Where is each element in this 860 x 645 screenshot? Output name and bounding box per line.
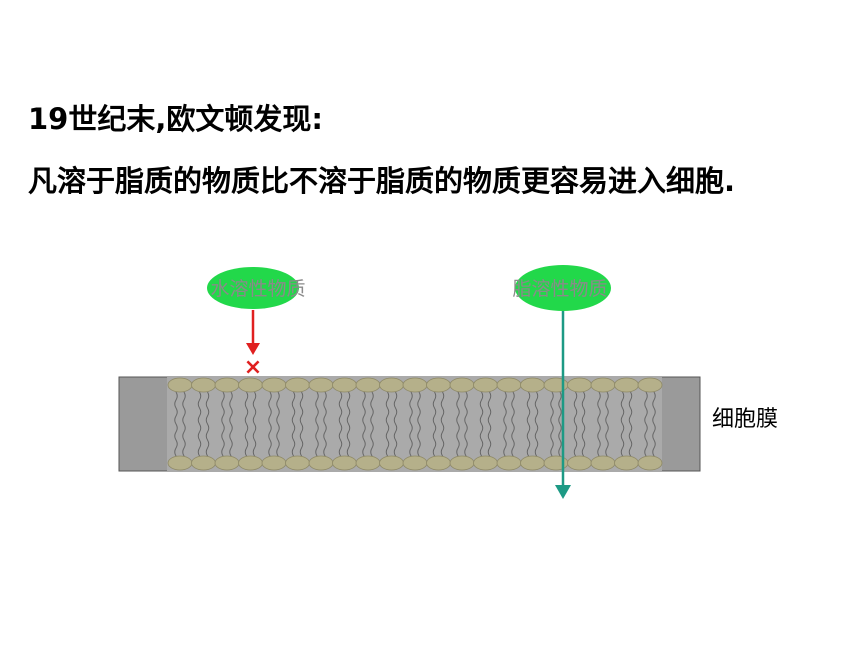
lipid-head xyxy=(496,377,522,393)
lipid-head xyxy=(308,377,334,393)
lipid-tail xyxy=(268,391,272,465)
lipid-tail xyxy=(346,391,351,465)
lipid-tail xyxy=(597,391,601,465)
lipid-tail xyxy=(299,391,304,465)
lipid-head xyxy=(167,455,193,471)
bilayer-region xyxy=(167,377,662,471)
lipid-tail xyxy=(628,391,633,465)
lipid-head xyxy=(332,455,357,471)
lipid-head xyxy=(637,455,663,471)
lipid-tail xyxy=(182,391,186,465)
lipid-head xyxy=(520,377,545,393)
lipid-head xyxy=(590,455,616,471)
lipid-tail xyxy=(503,391,507,465)
lipid-head xyxy=(543,377,569,393)
lipid-tail xyxy=(511,391,515,465)
lipid-tail xyxy=(558,391,562,465)
lipid-tail xyxy=(620,391,625,465)
lipid-tail xyxy=(315,391,319,465)
lipid-tail xyxy=(362,391,366,465)
lipid-head xyxy=(473,377,498,393)
lipid-head xyxy=(214,455,240,471)
lipid-head xyxy=(449,455,475,471)
lipid-head xyxy=(332,377,357,393)
lipid-head xyxy=(167,377,193,393)
lipid-head xyxy=(543,455,569,471)
lipid-tail xyxy=(464,391,468,465)
lipid-head xyxy=(285,455,310,471)
lipid-tail xyxy=(174,391,178,465)
lipid-tail xyxy=(440,391,445,465)
lipid-head xyxy=(285,377,310,393)
lipid-tail xyxy=(581,391,586,465)
heading-line-2: 凡溶于脂质的物质比不溶于脂质的物质更容易进入细胞. xyxy=(28,164,736,198)
lipid-soluble-label: 脂溶性物质 xyxy=(512,278,607,300)
lipid-tail xyxy=(291,391,296,465)
lipid-tail xyxy=(197,391,202,465)
membrane-label: 细胞膜 xyxy=(712,407,779,432)
lipid-head xyxy=(567,377,592,393)
lipid-head xyxy=(426,377,451,393)
lipid-tail xyxy=(526,391,531,465)
lipid-head xyxy=(191,377,216,393)
lipid-head xyxy=(355,377,381,393)
water-soluble-ellipse xyxy=(207,267,299,309)
lipid-head xyxy=(261,455,287,471)
lipid-tail xyxy=(644,391,648,465)
lipid-tail xyxy=(573,391,578,465)
heading-line-1: 19世纪末,欧文顿发现: xyxy=(28,102,323,136)
lipid-tail xyxy=(409,391,413,465)
lipid-tail xyxy=(244,391,249,465)
lipid-head xyxy=(590,377,616,393)
lipid-tail xyxy=(393,391,398,465)
lipid-head xyxy=(261,377,287,393)
lipid-tail xyxy=(323,391,327,465)
water-soluble-label: 水溶性物质 xyxy=(210,278,305,300)
lipid-head xyxy=(402,377,428,393)
lipid-head xyxy=(520,455,545,471)
lipid-tail xyxy=(652,391,656,465)
lipid-head xyxy=(355,455,381,471)
lipid-head xyxy=(402,455,428,471)
lipid-head xyxy=(637,377,663,393)
lipid-tail xyxy=(417,391,421,465)
lipid-tail xyxy=(534,391,539,465)
lipid-tail xyxy=(221,391,225,465)
lipid-tail xyxy=(229,391,233,465)
blocked-arrow-head xyxy=(246,343,260,355)
lipid-tail xyxy=(252,391,257,465)
lipid-tail xyxy=(338,391,343,465)
lipid-tail xyxy=(370,391,374,465)
lipid-head xyxy=(473,455,498,471)
lipid-tail xyxy=(487,391,492,465)
lipid-head xyxy=(496,455,522,471)
lipid-tail xyxy=(385,391,390,465)
lipid-head xyxy=(567,455,592,471)
pass-arrow-head xyxy=(555,485,571,499)
lipid-tail xyxy=(456,391,460,465)
lipid-soluble-ellipse xyxy=(515,265,611,311)
lipid-head xyxy=(426,455,451,471)
blocked-cross-icon: × xyxy=(244,355,262,380)
lipid-tail xyxy=(205,391,210,465)
lipid-head xyxy=(449,377,475,393)
lipid-head xyxy=(191,455,216,471)
lipid-tail xyxy=(550,391,554,465)
lipid-head xyxy=(238,455,263,471)
lipid-head xyxy=(238,377,263,393)
lipid-tail xyxy=(605,391,609,465)
lipid-head xyxy=(379,377,404,393)
lipid-head xyxy=(214,377,240,393)
lipid-head xyxy=(308,455,334,471)
lipid-tail xyxy=(432,391,437,465)
lipid-head xyxy=(379,455,404,471)
lipid-head xyxy=(614,455,639,471)
lipid-head xyxy=(614,377,639,393)
lipid-tail xyxy=(479,391,484,465)
lipid-tail xyxy=(276,391,280,465)
